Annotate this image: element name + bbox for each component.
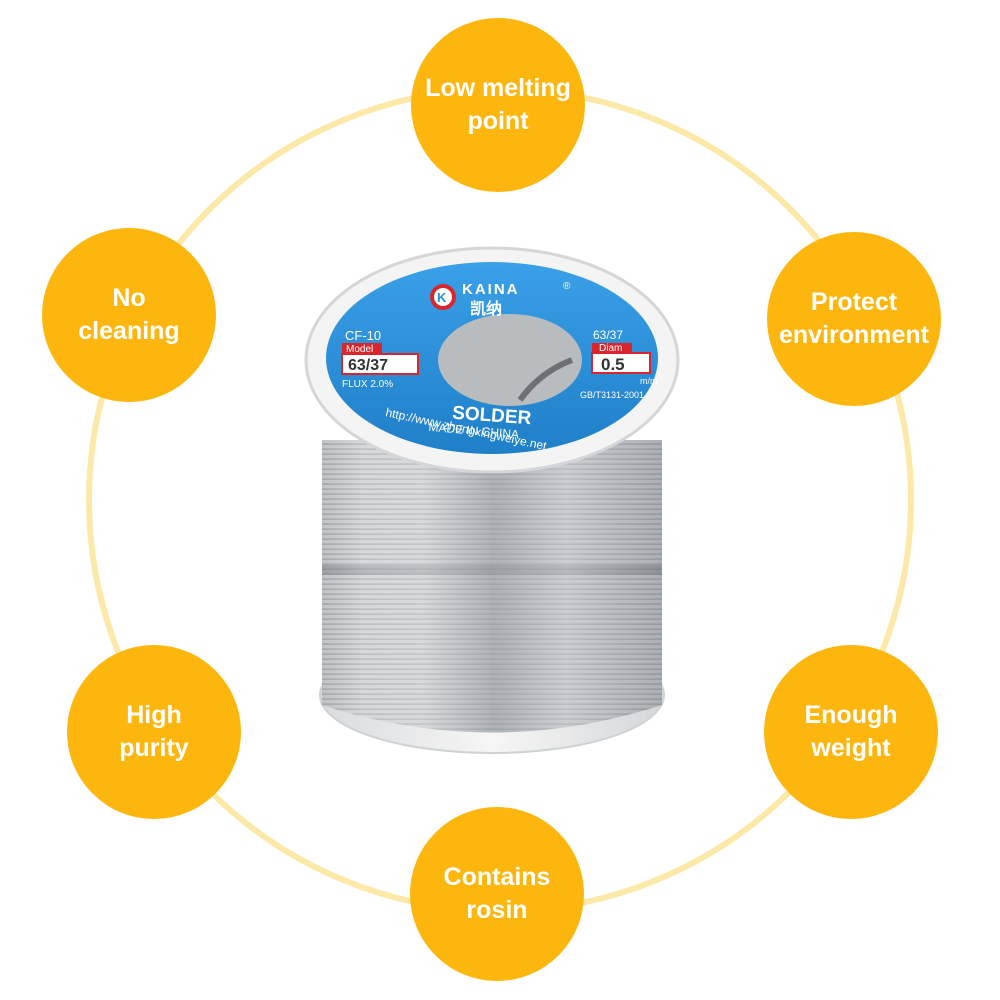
brand-logo-icon: K [437, 290, 447, 305]
model-label: Model [346, 344, 373, 355]
feature-protect-environment: Protect environment [767, 232, 941, 406]
standard-code: GB/T3131-2001 [580, 390, 644, 400]
model-value: 63/37 [348, 357, 388, 374]
brand-name: KAINA [462, 281, 520, 298]
feature-contains-rosin: Contains rosin [410, 807, 584, 981]
diam-label: Diam [599, 343, 622, 354]
diam-value: 0.5 [601, 355, 625, 374]
registered-mark: ® [563, 281, 571, 292]
feature-no-cleaning: No cleaning [42, 228, 216, 402]
feature-label: No cleaning [78, 284, 180, 345]
feature-label: High purity [119, 701, 189, 762]
feature-label: Protect environment [778, 288, 930, 349]
feature-label: Contains rosin [443, 863, 551, 924]
flux-content: FLUX 2.0% [342, 379, 393, 390]
diam-unit: m/m [640, 376, 658, 386]
brand-name-cn: 凯纳 [470, 299, 502, 318]
feature-low-melting-point: Low melting point [411, 18, 585, 192]
model-code: CF-10 [345, 328, 381, 343]
feature-high-purity: High purity [67, 645, 241, 819]
feature-label: Low melting point [425, 74, 571, 135]
feature-enough-weight: Enough weight [764, 645, 938, 819]
feature-label: Enough weight [804, 701, 898, 762]
alloy-ratio: 63/37 [593, 328, 623, 342]
